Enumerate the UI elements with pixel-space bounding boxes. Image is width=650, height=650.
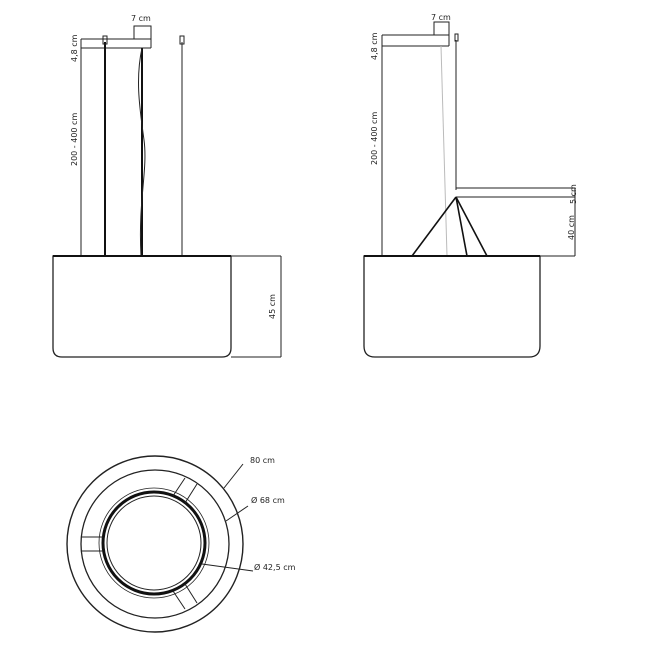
leader-line <box>223 463 244 489</box>
suspension-length-label: 200 - 400 cm <box>70 113 79 166</box>
spread-cable <box>411 196 457 257</box>
leader-line <box>225 505 249 522</box>
canopy-width-label: 7 cm <box>431 13 451 22</box>
leader-line <box>201 563 254 572</box>
canopy-height-label: 4,8 cm <box>370 32 379 60</box>
canopy <box>133 25 152 40</box>
spread-cable <box>455 196 468 257</box>
spoke <box>172 477 186 497</box>
canopy-height-label: 4,8 cm <box>70 34 79 62</box>
inner-ring <box>101 490 207 596</box>
middle-diameter-label: Ø 68 cm <box>251 495 285 505</box>
middle-ring <box>80 469 230 619</box>
lamp-shade <box>363 255 541 358</box>
canopy-width-label: 7 cm <box>131 14 151 23</box>
lamp-shade <box>52 255 232 358</box>
side-view: 7 cm 4,8 cm 200 - 400 cm 5 cm 40 cm <box>363 13 578 358</box>
spread-cable <box>455 196 488 257</box>
hook-height-label: 5 cm <box>569 184 578 204</box>
top-view: 80 cm Ø 68 cm Ø 42,5 cm <box>66 455 296 633</box>
outer-ring <box>66 455 244 633</box>
cable-spread-height-label: 40 cm <box>567 215 576 240</box>
suspension-length-label: 200 - 400 cm <box>370 112 379 165</box>
power-cable-twist <box>138 47 146 257</box>
front-view: 7 cm 4,8 cm 200 - 400 cm 45 cm <box>52 14 282 358</box>
outer-diameter-label: 80 cm <box>250 456 275 465</box>
inner-diameter-label: Ø 42,5 cm <box>254 562 296 572</box>
power-cable <box>440 45 448 257</box>
canopy <box>433 21 450 36</box>
spoke <box>172 590 186 610</box>
shade-height-label: 45 cm <box>268 294 277 319</box>
